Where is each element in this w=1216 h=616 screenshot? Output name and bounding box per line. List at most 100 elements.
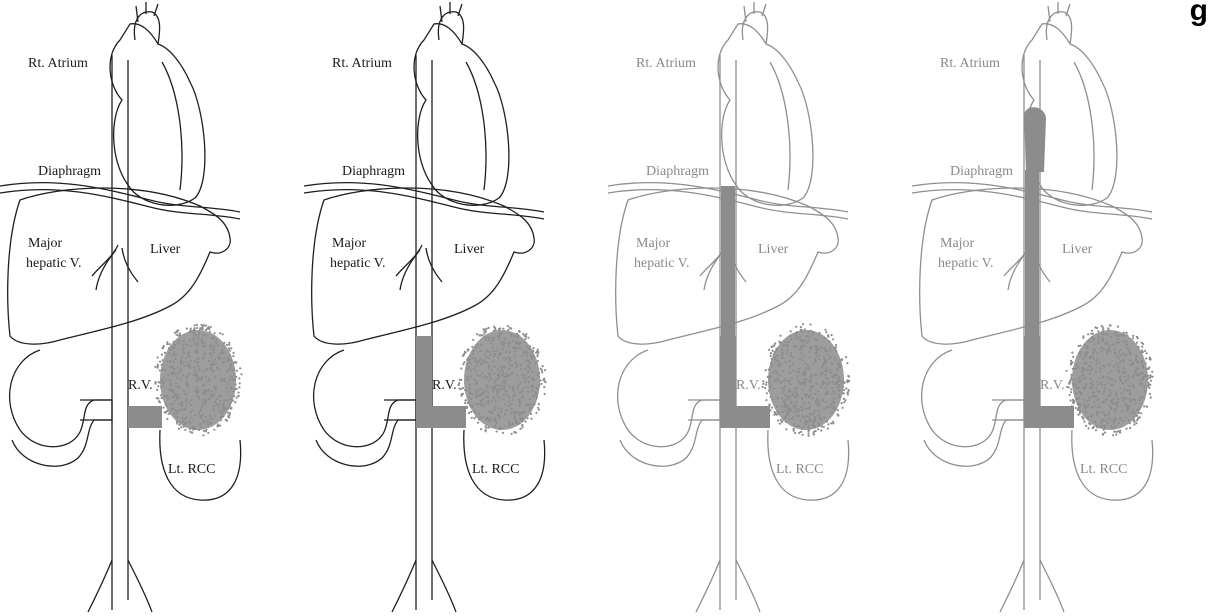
- tumor-stipple: [815, 353, 817, 355]
- tumor-stipple: [503, 398, 505, 400]
- tumor-stipple: [779, 423, 781, 425]
- tumor-stipple: [1090, 415, 1092, 417]
- tumor-stipple: [1070, 363, 1072, 365]
- tumor-stipple: [1123, 361, 1125, 363]
- label-major: Major: [940, 236, 974, 252]
- tumor-stipple: [1107, 364, 1109, 366]
- tumor-stipple: [768, 349, 770, 351]
- tumor-stipple: [178, 428, 180, 430]
- tumor-stipple: [1129, 390, 1131, 392]
- tumor-stipple: [219, 425, 221, 427]
- tumor-stipple: [1077, 397, 1079, 399]
- tumor-stipple: [158, 400, 160, 402]
- tumor-stipple: [831, 393, 833, 395]
- tumor-stipple: [776, 355, 778, 357]
- tumor-stipple: [180, 363, 182, 365]
- tumor-stipple: [839, 362, 841, 364]
- tumor-stipple: [803, 426, 805, 428]
- tumor-stipple: [1117, 338, 1119, 340]
- tumor-stipple: [459, 379, 461, 381]
- tumor-stipple: [1133, 424, 1135, 426]
- hepatic-vein-2: [426, 248, 442, 282]
- tumor-stipple: [236, 397, 238, 399]
- tumor-stipple: [497, 336, 499, 338]
- tumor-stipple: [197, 378, 199, 380]
- tumor-stipple: [470, 375, 472, 377]
- tumor-stipple: [223, 400, 225, 402]
- tumor-stipple: [1101, 384, 1103, 386]
- tumor-stipple: [1077, 366, 1079, 368]
- tumor-stipple: [531, 404, 533, 406]
- tumor-stipple: [188, 373, 190, 375]
- tumor-stipple: [497, 356, 499, 358]
- tumor-stipple: [499, 415, 501, 417]
- tumor-stipple: [1112, 434, 1114, 436]
- tumor-stipple: [186, 384, 188, 386]
- tumor-stipple: [163, 345, 165, 347]
- tumor-stipple: [784, 379, 786, 381]
- tumor-stipple: [781, 349, 783, 351]
- tumor-stipple: [209, 346, 211, 348]
- tumor-stipple: [809, 323, 811, 325]
- tumor-stipple: [197, 342, 199, 344]
- tumor-stipple: [166, 418, 168, 420]
- tumor-stipple: [226, 399, 228, 401]
- tumor-stipple: [227, 412, 229, 414]
- tumor-stipple: [519, 418, 521, 420]
- tumor-stipple: [221, 349, 223, 351]
- tumor-stipple: [785, 428, 787, 430]
- label-rv: R.V.: [1040, 378, 1065, 394]
- tumor-stipple: [214, 376, 216, 378]
- tumor-stipple: [1115, 395, 1117, 397]
- tumor-stipple: [1122, 382, 1124, 384]
- tumor-stipple: [799, 348, 801, 350]
- tumor-stipple: [536, 355, 538, 357]
- tumor-stipple: [1089, 378, 1091, 380]
- tumor-stipple: [776, 372, 778, 374]
- tumor-stipple: [1082, 371, 1084, 373]
- tumor-stipple: [494, 382, 496, 384]
- tumor-stipple: [1147, 385, 1149, 387]
- tumor-stipple: [825, 367, 827, 369]
- tumor-stipple: [190, 404, 192, 406]
- tumor-stipple: [508, 421, 510, 423]
- tumor-stipple: [222, 351, 224, 353]
- tumor-stipple: [1109, 389, 1111, 391]
- label-rv: R.V.: [432, 378, 457, 394]
- tumor-stipple: [160, 394, 162, 396]
- tumor-stipple: [205, 393, 207, 395]
- tumor-stipple: [765, 381, 767, 383]
- tumor-stipple: [1116, 355, 1118, 357]
- tumor-stipple: [226, 370, 228, 372]
- tumor-stipple: [773, 387, 775, 389]
- tumor-stipple: [1120, 349, 1122, 351]
- tumor-stipple: [814, 360, 816, 362]
- tumor-stipple: [1137, 368, 1139, 370]
- tumor-stipple: [478, 375, 480, 377]
- tumor-stipple: [207, 423, 209, 425]
- tumor-stipple: [800, 326, 802, 328]
- tumor-stipple: [532, 355, 534, 357]
- tumor-stipple: [472, 353, 474, 355]
- tumor-stipple: [177, 334, 179, 336]
- tumor-stipple: [808, 435, 810, 437]
- tumor-stipple: [183, 361, 185, 363]
- tumor-stipple: [1082, 386, 1084, 388]
- tumor-stipple: [1106, 340, 1108, 342]
- iliac-left: [88, 560, 112, 612]
- tumor-stipple: [530, 418, 532, 420]
- tumor-stipple: [180, 408, 182, 410]
- anatomy-outline: [304, 2, 545, 612]
- tumor-stipple: [1072, 368, 1074, 370]
- tumor-stipple: [190, 411, 192, 413]
- tumor-stipple: [1081, 367, 1083, 369]
- tumor-stipple: [541, 371, 543, 373]
- tumor-stipple: [806, 342, 808, 344]
- tumor-stipple: [237, 392, 239, 394]
- tumor-stipple: [471, 357, 473, 359]
- tumor-stipple: [162, 377, 164, 379]
- tumor-stipple: [1079, 354, 1081, 356]
- tumor-stipple: [470, 404, 472, 406]
- kidney-outline: [618, 350, 720, 466]
- tumor-stipple: [825, 401, 827, 403]
